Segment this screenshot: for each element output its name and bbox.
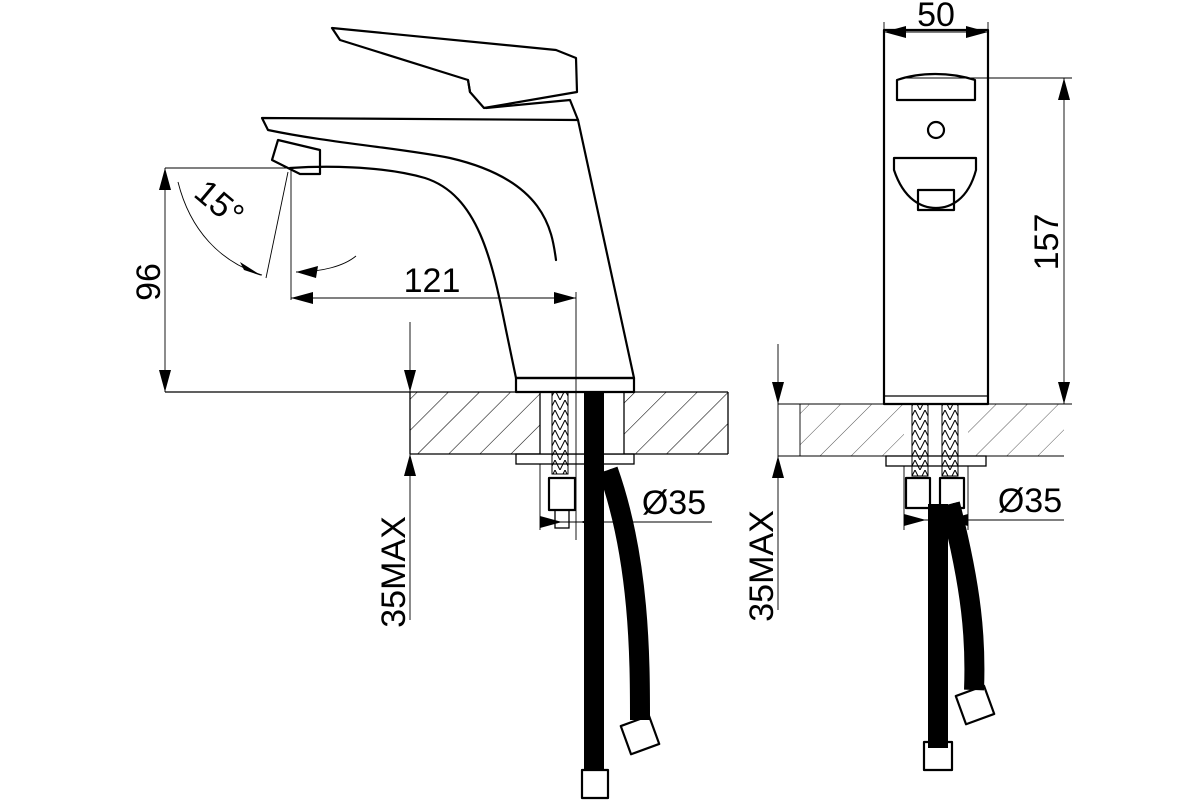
dimension-35max-side-label: 35MAX (375, 516, 413, 628)
dimension-35max-front-label: 35MAX (743, 510, 781, 622)
mounting-hardware-front (885, 403, 987, 510)
dimension-overall-height: 157 (906, 77, 1072, 405)
dimension-121-label: 121 (404, 262, 461, 300)
dimension-spout-reach: 121 (290, 170, 577, 540)
dimension-o35-front-label: Ø35 (998, 482, 1062, 520)
dimension-o35-side-label: Ø35 (642, 484, 706, 522)
countertop-side (165, 391, 729, 455)
dimension-body-width: 50 (883, 0, 989, 38)
faucet-body-front (882, 28, 990, 406)
side-view: 96 121 15° 35MAX (130, 26, 729, 800)
lever-handle-side (330, 26, 579, 110)
dimension-counter-thickness-front: 35MAX (743, 344, 784, 622)
dimension-hole-diameter-side: Ø35 (539, 464, 712, 530)
water-hoses-side (580, 392, 661, 800)
front-view: 50 157 35MAX Ø35 (743, 0, 1072, 772)
dimension-counter-thickness-side: 35MAX (375, 322, 416, 628)
dimension-157-label: 157 (1028, 214, 1066, 271)
mounting-hardware-side (515, 391, 635, 529)
dimension-50-label: 50 (917, 0, 955, 34)
dimension-hole-diameter-front: Ø35 (903, 466, 1064, 530)
dimension-spout-height: 96 (130, 167, 290, 392)
faucet-body-side (260, 98, 636, 394)
dimension-spout-angle: 15° (177, 171, 357, 279)
water-hoses-front (922, 501, 996, 772)
dimension-96-label: 96 (130, 263, 168, 301)
